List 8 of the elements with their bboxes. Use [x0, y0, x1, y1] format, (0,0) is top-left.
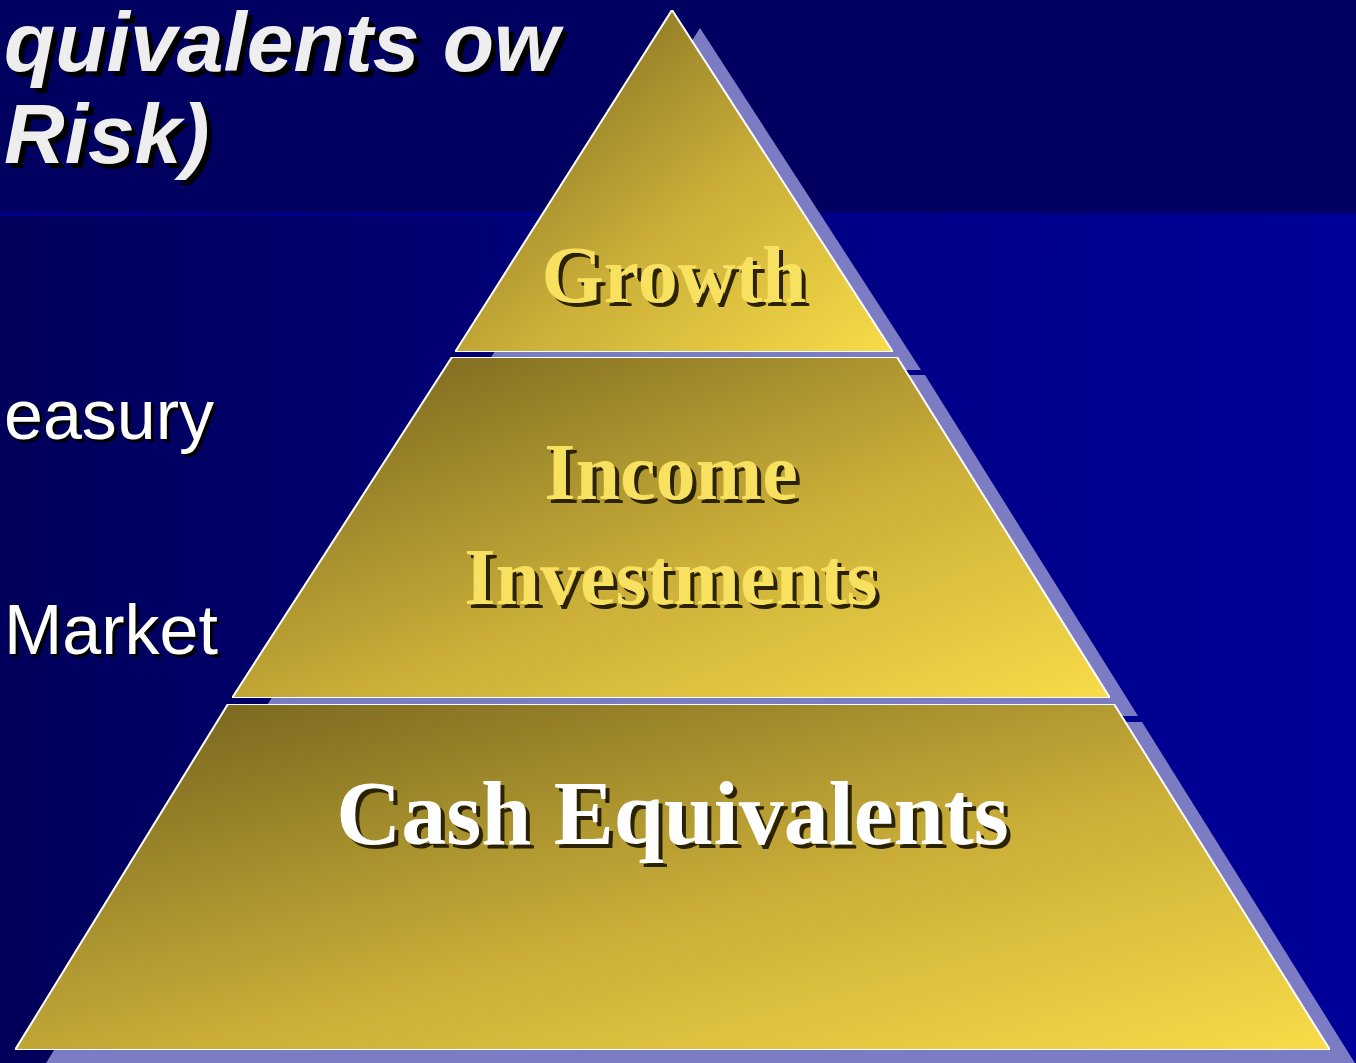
tier-label: Income Investments — [463, 427, 879, 623]
tier-label: Growth — [540, 235, 808, 315]
tier-label: Cash Equivalents — [335, 763, 1010, 865]
bullet-text: easury — [4, 375, 215, 455]
bullet-text: Market — [4, 590, 218, 670]
pyramid-tier — [15, 704, 1330, 1050]
slide-title: quivalents ow Risk) — [4, 0, 564, 180]
pyramid-tier — [232, 357, 1110, 698]
